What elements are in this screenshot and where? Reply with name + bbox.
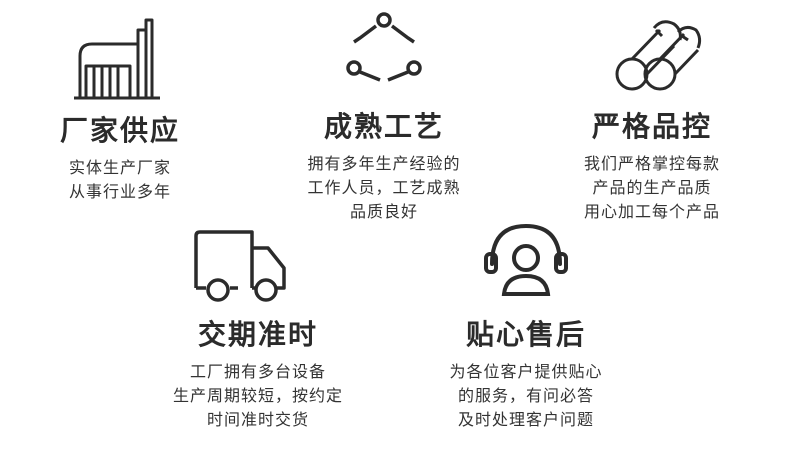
feature-desc-line: 产品的生产品质 (592, 178, 712, 197)
feature-desc-line: 工作人员，工艺成熟 (307, 178, 461, 197)
feature-mature-craft: 成熟工艺 拥有多年生产经验的 工作人员，工艺成熟 品质良好 (284, 10, 484, 224)
delivery-truck-icon (194, 230, 286, 302)
feature-desc-line: 时间准时交货 (206, 410, 309, 429)
factory-icon (74, 18, 160, 100)
feature-desc-line: 工厂拥有多台设备 (189, 362, 326, 381)
feature-desc-line: 我们严格掌控每款 (583, 154, 720, 173)
feature-title: 厂家供应 (59, 114, 180, 147)
customer-service-headset-icon (484, 223, 568, 296)
feature-desc-line: 生产周期较短，按约定 (172, 386, 343, 405)
material-rods-icon (615, 20, 702, 91)
network-nodes-icon (346, 12, 422, 82)
feature-desc-line: 从事行业多年 (68, 182, 171, 201)
feature-on-time-delivery: 交期准时 工厂拥有多台设备 生产周期较短，按约定 时间准时交货 (138, 228, 378, 432)
feature-strict-quality-control: 严格品控 我们严格掌控每款 产品的生产品质 用心加工每个产品 (552, 10, 752, 224)
feature-desc-line: 为各位客户提供贴心 (449, 362, 603, 381)
feature-desc-line: 用心加工每个产品 (583, 202, 720, 221)
feature-after-sales-service: 贴心售后 为各位客户提供贴心 的服务，有问必答 及时处理客户问题 (406, 222, 646, 432)
feature-desc-line: 及时处理客户问题 (457, 410, 594, 429)
feature-title: 严格品控 (591, 110, 712, 143)
feature-factory-supply: 厂家供应 实体生产厂家 从事行业多年 (20, 12, 220, 204)
feature-desc-line: 品质良好 (349, 202, 418, 221)
feature-desc-line: 实体生产厂家 (68, 158, 171, 177)
feature-title: 成熟工艺 (323, 110, 444, 143)
feature-desc-line: 的服务，有问必答 (457, 386, 594, 405)
feature-desc-line: 拥有多年生产经验的 (307, 154, 461, 173)
feature-title: 贴心售后 (465, 318, 586, 351)
feature-title: 交期准时 (197, 318, 318, 351)
